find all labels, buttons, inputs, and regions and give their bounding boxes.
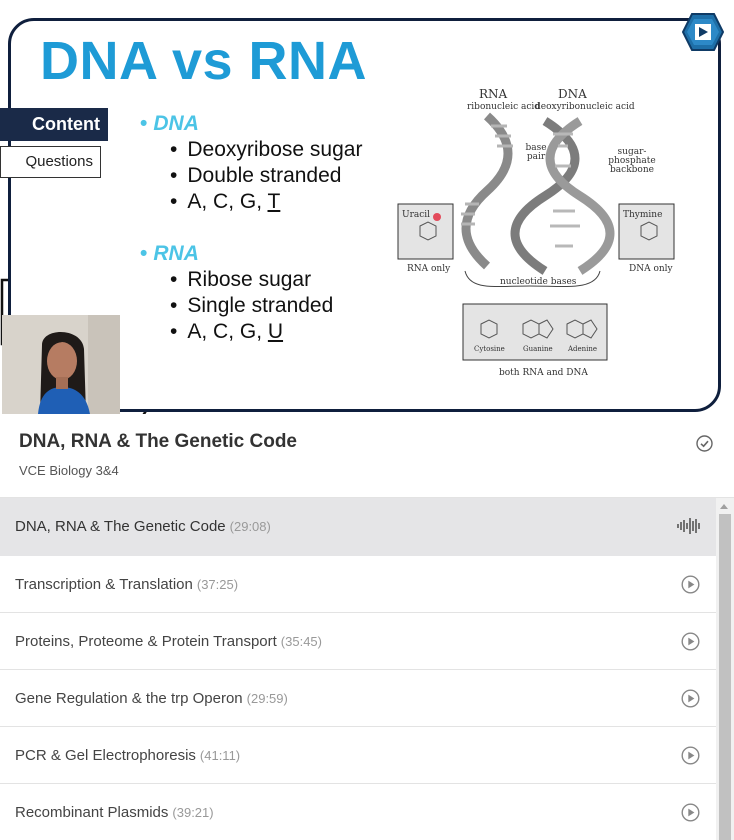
dna-rna-diagram: RNA ribonucleic acid DNA deoxyribonuclei… <box>395 86 695 386</box>
check-circle-icon[interactable] <box>696 435 713 452</box>
lesson-duration: (29:08) <box>229 519 271 534</box>
rna-point: •Single stranded <box>170 294 334 317</box>
both-label: both RNA and DNA <box>499 368 588 378</box>
lesson-duration: (37:25) <box>196 577 239 592</box>
rna-point: •A, C, G, U <box>170 320 284 343</box>
lesson-title: Proteins, Proteome & Protein Transport(3… <box>15 633 322 650</box>
rna-heading: •RNA <box>140 242 199 265</box>
lesson-duration: (29:59) <box>246 691 288 706</box>
lesson-duration: (35:45) <box>280 634 322 649</box>
lesson-duration: (41:11) <box>199 748 241 763</box>
tab-content[interactable]: Content <box>0 108 108 141</box>
backbone-label: sugar-phosphate backbone <box>608 147 656 175</box>
dna-heading: •DNA <box>140 112 199 135</box>
presenter-image <box>2 315 120 414</box>
scroll-thumb[interactable] <box>719 514 731 840</box>
rna-point: •Ribose sugar <box>170 268 312 291</box>
play-circle-icon[interactable] <box>681 575 700 594</box>
rna-label: RNA <box>479 87 508 101</box>
scrollbar[interactable] <box>716 498 734 840</box>
slide-title: DNA vs RNA <box>40 31 368 91</box>
lesson-item[interactable]: DNA, RNA & The Genetic Code(29:08) <box>0 498 716 556</box>
lesson-title: PCR & Gel Electrophoresis(41:11) <box>15 747 241 764</box>
cytosine-label: Cytosine <box>474 345 505 353</box>
course-header: DNA, RNA & The Genetic Code VCE Biology … <box>0 414 734 498</box>
play-circle-icon[interactable] <box>681 803 700 822</box>
dna-only-label: DNA only <box>629 264 673 274</box>
thymine-label: Thymine <box>623 210 663 220</box>
lesson-duration: (39:21) <box>172 805 214 820</box>
audio-wave-icon <box>677 518 700 534</box>
base-pair-label: base pair <box>525 143 547 162</box>
lesson-item[interactable]: Proteins, Proteome & Protein Transport(3… <box>0 613 716 670</box>
video-player[interactable]: DNA vs RNA Content Questions •DNA •Deoxy… <box>0 0 734 414</box>
lesson-item[interactable]: Gene Regulation & the trp Operon(29:59) <box>0 670 716 727</box>
lesson-title: DNA, RNA & The Genetic Code(29:08) <box>15 518 271 535</box>
play-circle-icon[interactable] <box>681 746 700 765</box>
rna-sub-label: ribonucleic acid <box>467 102 541 112</box>
adenine-label: Adenine <box>568 345 598 353</box>
lesson-title: Gene Regulation & the trp Operon(29:59) <box>15 690 288 707</box>
play-circle-icon[interactable] <box>681 632 700 651</box>
presenter-webcam <box>2 315 120 414</box>
lesson-item[interactable]: Transcription & Translation(37:25) <box>0 556 716 613</box>
lesson-title: Recombinant Plasmids(39:21) <box>15 804 214 821</box>
guanine-label: Guanine <box>523 345 553 353</box>
slide-bullets: •DNA •Deoxyribose sugar •Double stranded… <box>140 112 362 346</box>
dna-point: •A, C, G, T <box>170 190 281 213</box>
play-circle-icon[interactable] <box>681 689 700 708</box>
lesson-item[interactable]: PCR & Gel Electrophoresis(41:11) <box>0 727 716 784</box>
dna-label: DNA <box>558 87 587 101</box>
dna-sub-label: deoxyribonucleic acid <box>535 102 635 112</box>
course-title: DNA, RNA & The Genetic Code <box>19 431 297 452</box>
dna-point: •Deoxyribose sugar <box>170 138 363 161</box>
play-logo-icon <box>682 13 724 51</box>
dna-point: •Double stranded <box>170 164 342 187</box>
lesson-list: DNA, RNA & The Genetic Code(29:08) Trans… <box>0 498 716 840</box>
course-subtitle: VCE Biology 3&4 <box>19 463 119 478</box>
nucleotide-bases-label: nucleotide bases <box>500 277 577 287</box>
lesson-item[interactable]: Recombinant Plasmids(39:21) <box>0 784 716 840</box>
rna-only-label: RNA only <box>407 264 451 274</box>
lesson-title: Transcription & Translation(37:25) <box>15 576 239 593</box>
tab-questions[interactable]: Questions <box>0 146 101 178</box>
scroll-up-arrow-icon[interactable] <box>720 504 728 509</box>
uracil-label: Uracil <box>402 210 431 220</box>
helix-illustration <box>397 112 675 361</box>
